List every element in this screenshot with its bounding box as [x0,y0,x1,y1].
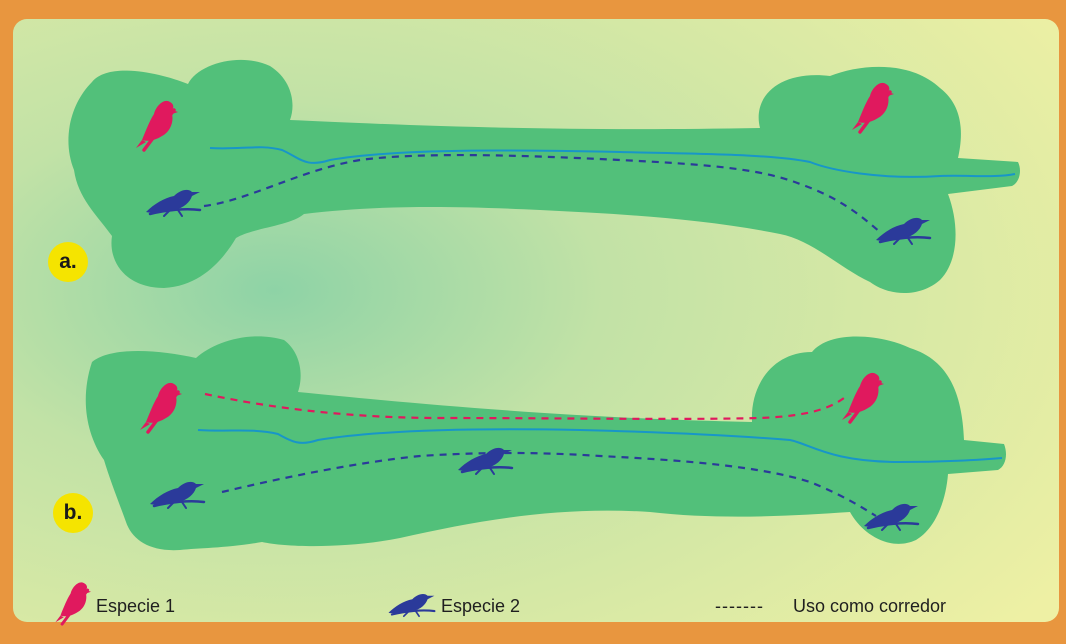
panel-b [85,336,1006,551]
legend-corridor-label: Uso como corredor [793,596,947,616]
habitat-patch-b [85,336,1006,551]
panel-label-b: b. [53,493,93,533]
legend-species-2-label: Especie 2 [441,596,521,616]
corridor-path-species-2-a [203,153,881,233]
legend-species-1-label: Especie 1 [96,596,176,616]
legend-dashed-line-symbol: ------- [715,596,764,616]
panel-label-a: a. [48,242,88,282]
river-a [209,146,1016,178]
river-b [197,428,1003,464]
corridor-path-species-1-b [204,392,845,420]
panel-a [68,59,1020,294]
habitat-patch-a [68,59,1020,294]
